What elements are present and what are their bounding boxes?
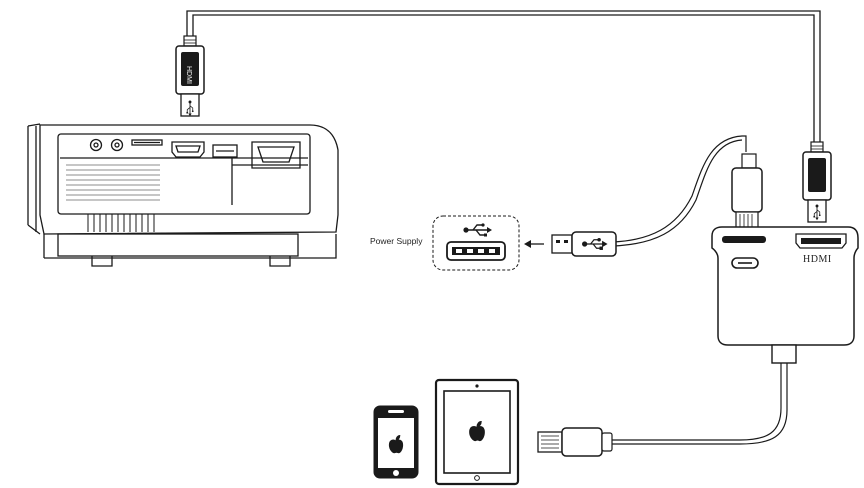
- usb-plug-adapter: [731, 153, 763, 231]
- lightning-cable: [612, 363, 788, 445]
- power-supply-socket: [432, 215, 520, 271]
- hdmi-plug-text: HDMI: [185, 66, 192, 84]
- projector: [27, 123, 339, 267]
- iphone: [373, 405, 419, 479]
- lightning-plug: [537, 427, 613, 457]
- lightning-hdmi-adapter: [711, 226, 859, 364]
- hdmi-cable: [186, 10, 821, 142]
- usb-power-cable: [613, 135, 747, 247]
- usb-icon: [462, 222, 493, 238]
- insert-arrow: [524, 240, 544, 248]
- ipad: [434, 378, 520, 486]
- hdmi-port-label: HDMI: [803, 254, 832, 265]
- usb-a-plug: [551, 231, 617, 257]
- hdmi-plug-projector: HDMI: [175, 35, 205, 117]
- power-supply-label: Power Supply: [370, 236, 423, 246]
